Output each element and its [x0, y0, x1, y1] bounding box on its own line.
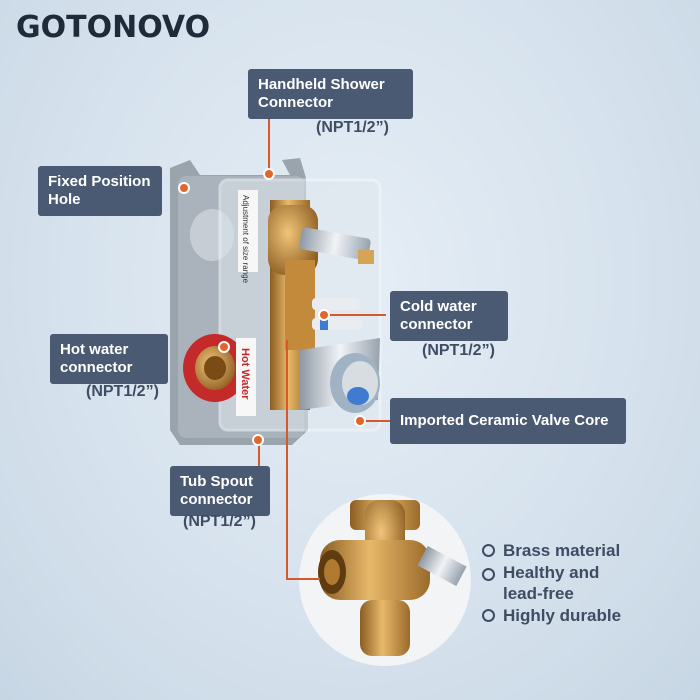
- npt-tub: (NPT1/2”): [183, 513, 256, 530]
- leader-line-tub-down: [258, 440, 260, 468]
- marker-ceramic: [354, 415, 366, 427]
- marker-fixed-hole: [178, 182, 190, 194]
- feature-item: Healthy and lead-free: [482, 562, 612, 604]
- leader-line-ceramic: [362, 420, 390, 422]
- label-ceramic-valve: Imported Ceramic Valve Core: [390, 398, 626, 444]
- label-ceramic-text: Imported Ceramic Valve Core: [400, 412, 609, 429]
- label-handheld-shower: Handheld Shower Connector: [248, 69, 413, 119]
- label-hot-water: Hot water connector: [50, 334, 168, 384]
- label-handheld-text: Handheld Shower Connector: [258, 76, 385, 111]
- feature-item: Brass material: [482, 540, 621, 561]
- label-fixed-text: Fixed Position Hole: [48, 173, 151, 208]
- leader-line-tub-horizontal: [286, 578, 320, 580]
- brand-logo: GOTONOVO: [16, 10, 210, 45]
- marker-hot: [218, 341, 230, 353]
- marker-tub: [252, 434, 264, 446]
- ceramic-cartridge: [300, 338, 380, 413]
- leader-line-tub-vertical: [286, 340, 288, 580]
- bullet-circle-icon: [482, 568, 495, 581]
- leader-line-handheld: [268, 116, 270, 174]
- npt-hot: (NPT1/2”): [86, 383, 159, 400]
- marker-handheld: [263, 168, 275, 180]
- label-cold-text: Cold water connector: [400, 298, 477, 333]
- leader-line-cold: [324, 314, 386, 316]
- adjustment-marking: Adjustment of size range: [241, 195, 250, 284]
- upper-valve-stem: [299, 227, 374, 264]
- label-fixed-position-hole: Fixed Position Hole: [38, 166, 162, 216]
- brand-logo-text: GOTONOVO: [16, 10, 211, 45]
- bullet-circle-icon: [482, 609, 495, 622]
- feature-list: Brass material Healthy and lead-free Hig…: [482, 540, 621, 627]
- hot-water-port: [183, 334, 247, 402]
- brass-closeup: [299, 494, 471, 666]
- hot-water-marking: Hot Water: [239, 348, 251, 400]
- marker-cold: [318, 309, 330, 321]
- npt-cold: (NPT1/2”): [422, 342, 495, 359]
- label-tub-spout: Tub Spout connector: [170, 466, 270, 516]
- npt-handheld: (NPT1/2”): [316, 119, 389, 136]
- label-cold-water: Cold water connector: [390, 291, 508, 341]
- feature-item: Highly durable: [482, 605, 621, 626]
- label-hot-text: Hot water connector: [60, 341, 133, 376]
- bullet-circle-icon: [482, 544, 495, 557]
- label-tub-text: Tub Spout connector: [180, 473, 254, 508]
